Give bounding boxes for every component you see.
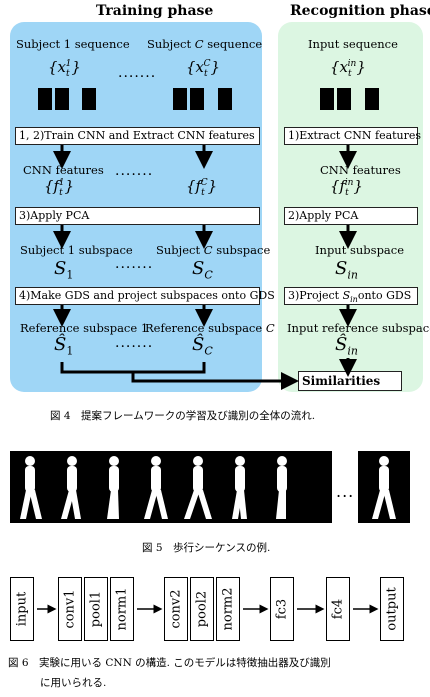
layer-input: input — [10, 577, 34, 641]
layer-pool1: pool1 — [84, 577, 108, 641]
figure-5-caption: 図 5 歩行シーケンスの例. — [142, 542, 271, 554]
input-reference-subspace-label: Input reference subspace — [287, 321, 430, 335]
similarities-box: Similarities — [298, 371, 402, 391]
fc-set: {ftC} — [186, 177, 218, 198]
sin-hat: Ŝin — [335, 334, 358, 358]
layer-fc3: fc3 — [270, 577, 294, 641]
subject-1-frame-2 — [55, 88, 69, 110]
rec-step-2-box: 2)Apply PCA — [284, 207, 418, 225]
walking-frames-strip — [10, 451, 332, 523]
figure-6-caption-line-2: に用いられる. — [40, 677, 107, 689]
figure-4-caption: 図 4 提案フレームワークの学習及び識別の全体の流れ. — [50, 410, 316, 422]
subject-c-sequence-label: Subject C sequence — [147, 37, 263, 51]
input-frame-3 — [365, 88, 379, 110]
figure-6-caption-line-1: 図 6 実験に用いる CNN の構造. このモデルは特徴抽出器及び識別 — [8, 657, 331, 669]
layer-conv2: conv2 — [164, 577, 188, 641]
x1-set: {xt1} — [48, 58, 81, 79]
step-1-2-box: 1, 2)Train CNN and Extract CNN features — [15, 127, 260, 145]
subject-1-sequence-label: Subject 1 sequence — [16, 37, 130, 51]
subject-1-frame-3 — [82, 88, 96, 110]
rec-step-1-box: 1)Extract CNN features — [284, 127, 421, 145]
cnn-features-label: CNN features — [23, 163, 104, 177]
layer-norm2: norm2 — [216, 577, 240, 641]
layer-output: output — [380, 577, 404, 641]
features-dots: ....... — [115, 163, 154, 179]
rec-step-3-box: 3)Project Sinonto GDS — [284, 287, 418, 305]
fin-set: {ftin} — [330, 177, 363, 198]
input-subspace-label: Input subspace — [315, 243, 405, 257]
sc-hat: ŜC — [192, 334, 213, 358]
step-3-box: 3)Apply PCA — [15, 207, 260, 225]
frames-ellipsis: ... — [336, 482, 355, 501]
sin: Sin — [335, 258, 358, 282]
f1-set: {ft1} — [44, 177, 75, 198]
subject-1-frame-1 — [38, 88, 52, 110]
reference-dots: ....... — [115, 335, 154, 351]
input-frame-2 — [337, 88, 351, 110]
xc-set: {xtC} — [186, 58, 221, 79]
s1: S1 — [54, 258, 74, 282]
s1-hat: Ŝ1 — [54, 334, 74, 358]
subject-c-frame-2 — [190, 88, 204, 110]
layer-norm1: norm1 — [110, 577, 134, 641]
training-phase-title: Training phase — [96, 3, 214, 19]
recognition-phase-title: Recognition phase — [290, 3, 430, 19]
sequence-dots: ....... — [118, 65, 157, 81]
subject-c-frame-3 — [218, 88, 232, 110]
input-frame-1 — [320, 88, 334, 110]
last-silhouette — [372, 456, 396, 519]
sc: SC — [192, 258, 213, 282]
layer-fc4: fc4 — [326, 577, 350, 641]
layer-pool2: pool2 — [190, 577, 214, 641]
xin-set: {xtin} — [330, 58, 366, 79]
subject-1-subspace-label: Subject 1 subspace — [20, 243, 133, 257]
walking-silhouettes — [20, 456, 287, 519]
subject-c-frame-1 — [173, 88, 187, 110]
subspace-dots: ....... — [115, 256, 154, 272]
reference-subspace-c-label: Reference subspace C — [145, 321, 275, 335]
step-4-box: 4)Make GDS and project subspaces onto GD… — [15, 287, 275, 305]
subject-c-subspace-label: Subject C subspace — [156, 243, 271, 257]
reference-subspace-1-label: Reference subspace 1 — [20, 321, 149, 335]
layer-conv1: conv1 — [58, 577, 82, 641]
last-frame — [358, 451, 410, 523]
input-sequence-label: Input sequence — [308, 37, 398, 51]
